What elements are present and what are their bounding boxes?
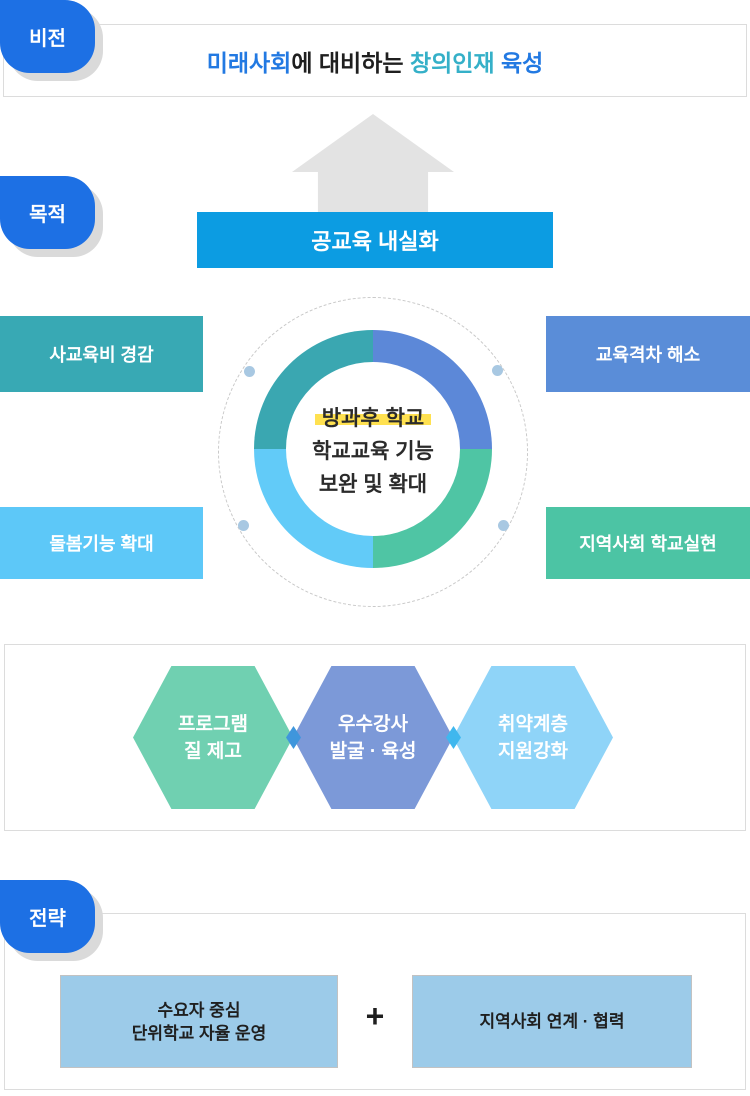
strategy-box-community-cooperation: 지역사회 연계 · 협력 — [412, 975, 692, 1068]
hexagon-line1: 우수강사 — [338, 713, 408, 735]
donut-center-text: 방과후 학교 학교교육 기능 보완 및 확대 — [254, 402, 492, 501]
strategy-box-line2: 단위학교 자율 운영 — [131, 1023, 267, 1043]
goal-bar: 공교육 내실화 — [197, 212, 553, 268]
donut-center-line2: 학교교육 기능 — [312, 440, 434, 463]
hexagon-line2: 지원강화 — [498, 740, 568, 762]
vision-statement-segment: 미래사회 — [206, 49, 292, 76]
hexagon-line1: 취약계층 — [498, 713, 568, 735]
orbit-dot-icon — [492, 365, 503, 376]
orbit-dot-icon — [238, 520, 249, 531]
vision-statement-segment: 에 대비하는 — [291, 49, 410, 76]
up-arrow-icon — [292, 114, 454, 214]
plus-sign: + — [365, 998, 385, 1034]
effect-box-care-function: 돌봄기능 확대 — [0, 507, 203, 579]
orbit-dot-icon — [244, 366, 255, 377]
vision-statement-segment: 육성 — [494, 49, 544, 76]
highlighted-text: 방과후 학교 — [314, 407, 432, 430]
vision-section-box — [3, 24, 747, 97]
task-hexagon-vulnerable-support: 취약계층 지원강화 — [453, 666, 613, 809]
vision-badge: 비전 — [0, 0, 95, 73]
task-hexagon-instructors: 우수강사 발굴 · 육성 — [293, 666, 453, 809]
donut-center-line3: 보완 및 확대 — [318, 473, 428, 496]
effect-box-community-school: 지역사회 학교실현 — [546, 507, 750, 579]
task-hexagon-program-quality: 프로그램 질 제고 — [133, 666, 293, 809]
effect-box-private-education-cost: 사교육비 경감 — [0, 316, 203, 392]
strategy-box-school-autonomy: 수요자 중심 단위학교 자율 운영 — [60, 975, 338, 1068]
hexagon-line2: 발굴 · 육성 — [329, 740, 417, 762]
hexagon-line2: 질 제고 — [184, 740, 242, 762]
hexagon-connector-diamond-icon — [286, 726, 301, 749]
effect-box-education-gap: 교육격차 해소 — [546, 316, 750, 392]
hexagon-connector-diamond-icon — [446, 726, 461, 749]
orbit-dot-icon — [498, 520, 509, 531]
donut-center-line1: 방과후 학교 — [254, 402, 492, 435]
vision-statement-segment: 창의인재 — [409, 49, 495, 76]
donut-hole — [286, 362, 460, 536]
purpose-badge: 목적 — [0, 176, 95, 249]
strategy-box-line1: 수요자 중심 — [157, 1000, 241, 1020]
strategy-badge: 전략 — [0, 880, 95, 953]
hexagon-line1: 프로그램 — [178, 713, 248, 735]
orbit-dashed-circle — [218, 297, 528, 607]
